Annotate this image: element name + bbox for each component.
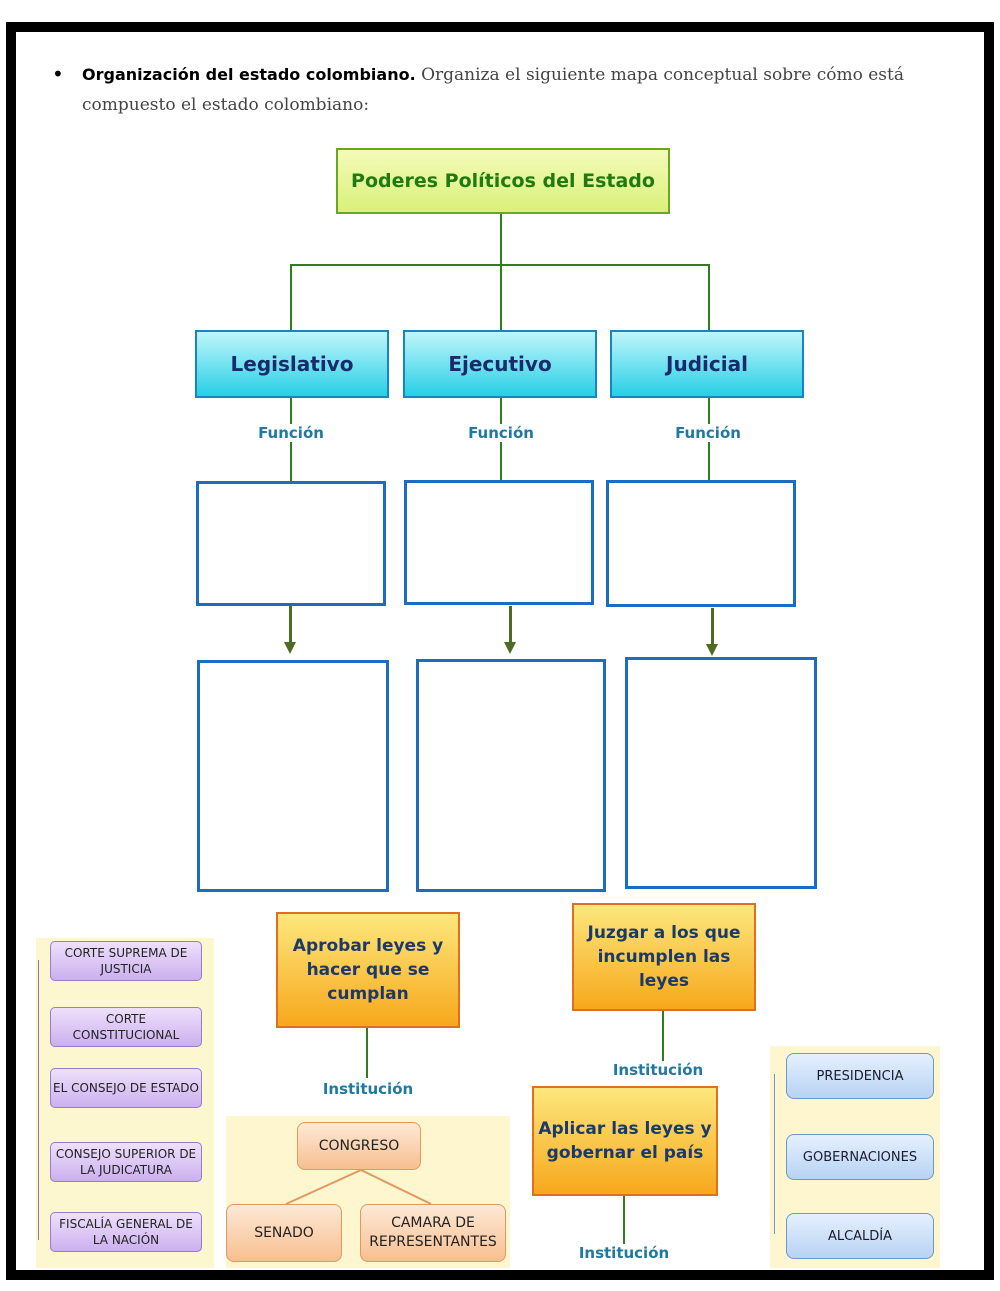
power-legislativo: Legislativo — [195, 330, 389, 398]
drop-box-institucion-judicial[interactable] — [625, 657, 817, 889]
chip-fiscalia[interactable]: FISCALÍA GENERAL DE LA NACIÓN — [50, 1212, 202, 1252]
chip-camara[interactable]: CAMARA DE REPRESENTANTES — [360, 1204, 506, 1262]
drop-box-funcion-ejecutivo[interactable] — [404, 480, 594, 605]
aprobar-connector — [366, 1028, 368, 1078]
funcion-label-1: Función — [241, 424, 341, 442]
chip-consejo-estado[interactable]: EL CONSEJO DE ESTADO — [50, 1068, 202, 1108]
power-judicial: Judicial — [610, 330, 804, 398]
arrow-head-1 — [284, 642, 296, 654]
chip-corte-constitucional[interactable]: CORTE CONSTITUCIONAL — [50, 1007, 202, 1047]
arrow-2 — [509, 606, 512, 642]
intro-instruction: Organiza el siguiente mapa conceptual so… — [82, 65, 904, 115]
branch-left — [290, 264, 292, 330]
branch-connector — [290, 264, 710, 266]
purple-bracket — [38, 960, 39, 1240]
arrow-3 — [711, 608, 714, 644]
funcion-label-3: Función — [658, 424, 758, 442]
chip-senado[interactable]: SENADO — [226, 1204, 342, 1262]
card-juzgar[interactable]: Juzgar a los que incumplen las leyes — [572, 903, 756, 1011]
institucion-label-2: Institución — [603, 1061, 713, 1079]
chip-gobernaciones[interactable]: GOBERNACIONES — [786, 1134, 934, 1180]
aplicar-connector — [623, 1196, 625, 1244]
institucion-label-1: Institución — [313, 1080, 423, 1098]
blue-bracket — [774, 1074, 775, 1234]
arrow-head-3 — [706, 644, 718, 656]
drop-box-institucion-ejecutivo[interactable] — [416, 659, 606, 892]
congreso-connectors — [285, 1169, 432, 1205]
chip-alcaldia[interactable]: ALCALDÍA — [786, 1213, 934, 1259]
chip-consejo-superior[interactable]: CONSEJO SUPERIOR DE LA JUDICATURA — [50, 1142, 202, 1182]
root-node: Poderes Políticos del Estado — [336, 148, 670, 214]
drop-box-funcion-judicial[interactable] — [606, 480, 796, 607]
bullet-icon: • — [52, 62, 64, 86]
card-aprobar-leyes[interactable]: Aprobar leyes y hacer que se cumplan — [276, 912, 460, 1028]
intro-heading: Organización del estado colombiano. — [82, 65, 416, 84]
arrow-1 — [289, 606, 292, 642]
chip-congreso[interactable]: CONGRESO — [297, 1122, 421, 1170]
branch-right — [708, 264, 710, 330]
arrow-head-2 — [504, 642, 516, 654]
drop-box-institucion-legislativo[interactable] — [197, 660, 389, 892]
card-aplicar-leyes[interactable]: Aplicar las leyes y gobernar el país — [532, 1086, 718, 1196]
power-ejecutivo: Ejecutivo — [403, 330, 597, 398]
intro-text: Organización del estado colombiano. Orga… — [82, 60, 972, 120]
juzgar-connector — [662, 1011, 664, 1061]
drop-box-funcion-legislativo[interactable] — [196, 481, 386, 606]
institucion-label-3: Institución — [569, 1244, 679, 1262]
chip-corte-suprema[interactable]: CORTE SUPREMA DE JUSTICIA — [50, 941, 202, 981]
root-connector — [500, 214, 502, 330]
funcion-label-2: Función — [451, 424, 551, 442]
chip-presidencia[interactable]: PRESIDENCIA — [786, 1053, 934, 1099]
